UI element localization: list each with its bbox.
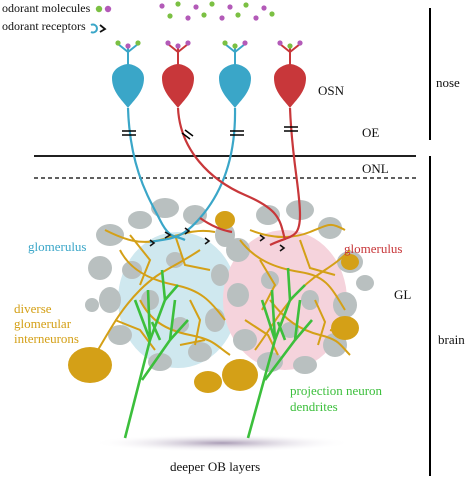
label-oe: OE <box>362 125 380 140</box>
legend-molecule-green <box>95 5 103 13</box>
legend-receptor-dark <box>99 24 107 33</box>
interneuron-somata <box>68 211 359 393</box>
legend-odorant-molecules: odorant molecules <box>2 1 91 15</box>
projection-dendrites <box>123 267 313 439</box>
label-onl: ONL <box>362 161 389 176</box>
osn-neuron-red-right <box>274 43 306 108</box>
label-interneurons-line1: diverse <box>14 301 52 316</box>
label-glomerulus-left: glomerulus <box>28 239 87 254</box>
glia-cells <box>85 198 374 374</box>
label-gl: GL <box>394 287 412 302</box>
legend-receptor-blue <box>90 23 98 34</box>
axon-terminals <box>149 227 286 252</box>
osn-neuron-blue-right <box>219 43 251 108</box>
label-deeper-ob-layers: deeper OB layers <box>170 459 261 474</box>
osn-neuron-red-left <box>162 43 194 108</box>
osn-axons <box>126 107 302 246</box>
legend-molecule-purple <box>104 5 112 13</box>
label-projection-line1: projection neuron <box>290 383 383 398</box>
osn-cilia-molecules <box>115 40 303 49</box>
label-osn: OSN <box>318 83 345 98</box>
osn-neuron-blue-left <box>112 43 144 108</box>
axon-breaks <box>122 126 298 140</box>
label-brain: brain <box>438 332 465 347</box>
label-glomerulus-right: glomerulus <box>344 241 403 256</box>
label-interneurons-line2: glomerular <box>14 316 72 331</box>
label-projection-line2: dendrites <box>290 399 338 414</box>
deeper-ob-shading <box>92 434 352 452</box>
legend-odorant-receptors: odorant receptors <box>2 19 86 33</box>
label-nose: nose <box>436 75 460 90</box>
odorant-molecule-cloud <box>159 1 275 21</box>
label-interneurons-line3: interneurons <box>14 331 79 346</box>
